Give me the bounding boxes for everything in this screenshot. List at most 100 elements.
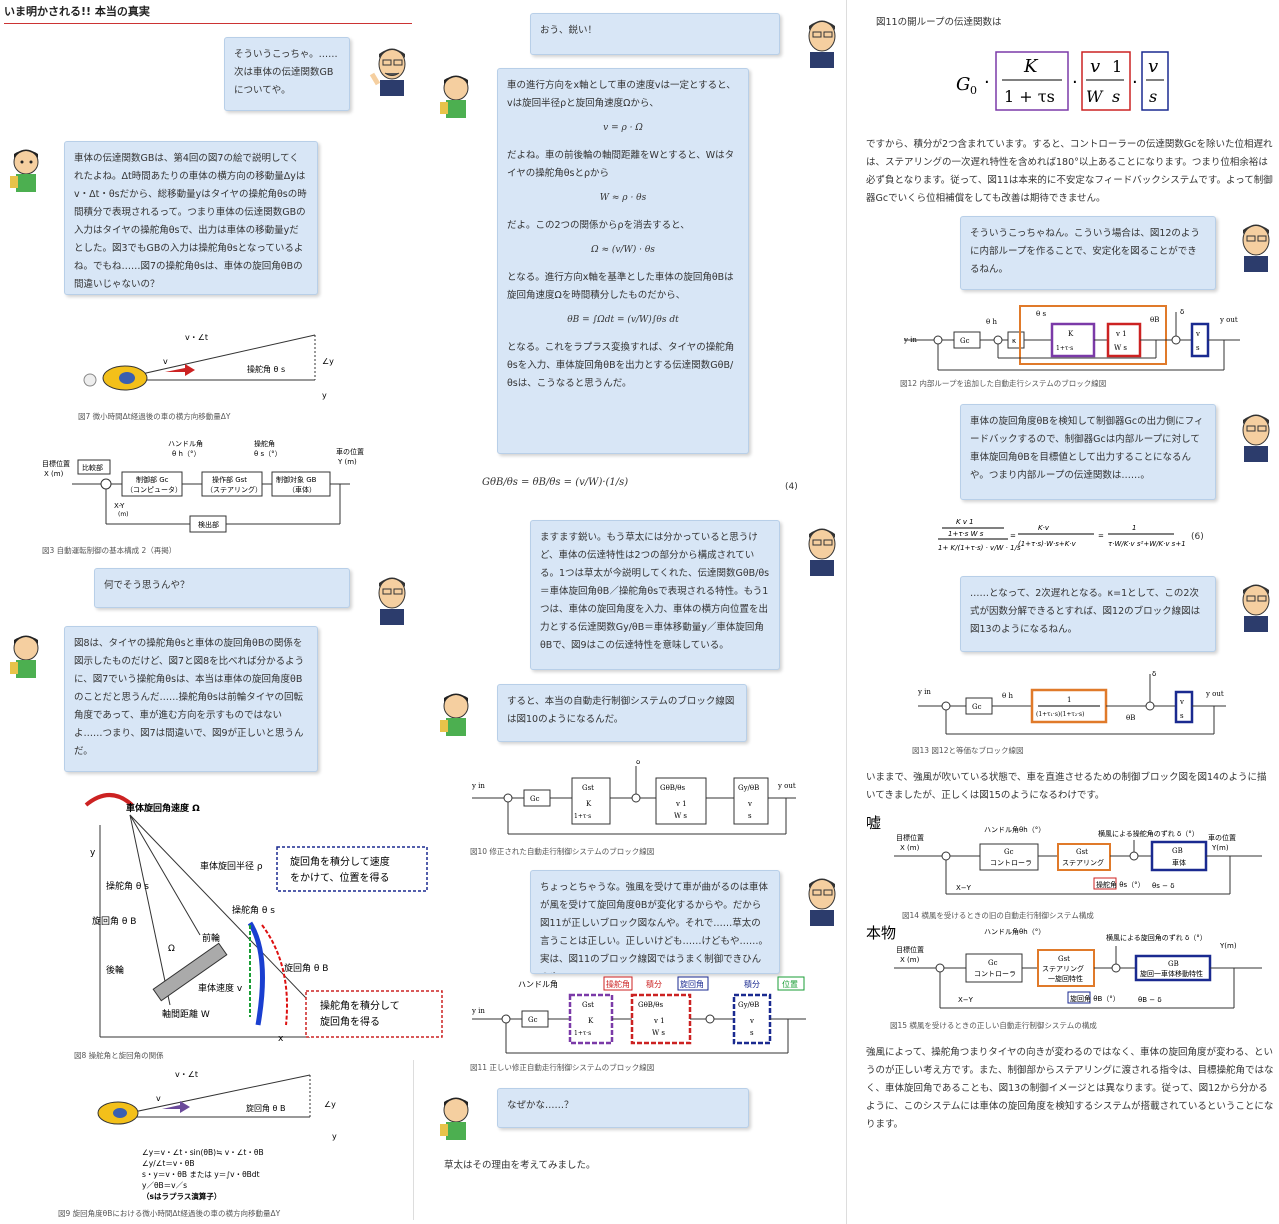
svg-text:Gc: Gc	[1004, 848, 1014, 856]
bubble-text: だよね。車の前後輪の軸間距離をWとすると、Wはタイヤの操舵角θsとρから	[507, 150, 735, 179]
chat-bubble-sota: 車体の伝達関数GBは、第4回の図7の絵で説明してくれたよね。Δt時間あたりの車体…	[64, 141, 318, 295]
svg-text:v: v	[1090, 56, 1100, 77]
sensei-avatar	[1232, 220, 1276, 275]
equation: θB = ∫Ωdt = (v/W)∫θs dt	[567, 315, 679, 325]
svg-text:X−Y: X−Y	[956, 884, 972, 892]
bubble-text: 何でそう思うんや？	[104, 580, 190, 591]
narration: 図11の開ループの伝達関数は	[876, 17, 1002, 28]
svg-text:比較部: 比較部	[82, 463, 103, 472]
fig11-caption: 図11 正しい修正自動走行制御システムのブロック線図	[470, 1063, 655, 1072]
figure-15: ハンドル角θh（°） 横風による旋回角のずれ δ（°） Y(m) 目標位置 X …	[894, 928, 1262, 1009]
svg-text:GB: GB	[1172, 847, 1183, 855]
fig12-caption: 図12 内部ループを追加した自動走行システムのブロック線図	[900, 379, 1107, 388]
svg-text:v 1: v 1	[675, 800, 687, 808]
svg-text:横風による操舵角のずれ δ（°）: 横風による操舵角のずれ δ（°）	[1098, 829, 1199, 838]
chat-bubble-sota: なぜかな……？	[497, 1088, 749, 1128]
sota-avatar	[6, 632, 46, 683]
svg-text:後輪: 後輪	[106, 964, 124, 976]
svg-text:θ h（°）: θ h（°）	[172, 450, 200, 458]
svg-text:ハンドル角θh（°）: ハンドル角θh（°）	[984, 825, 1045, 834]
svg-text:δ: δ	[1180, 308, 1184, 316]
fig7-angle-label: 操舵角 θ s	[247, 364, 285, 374]
svg-text:X−Y: X−Y	[958, 996, 974, 1004]
svg-text:=: =	[1098, 532, 1104, 540]
svg-text:1+τ·s: 1+τ·s	[574, 813, 591, 820]
svg-text:Gst: Gst	[582, 1001, 594, 1009]
svg-text:旋回角 θ B: 旋回角 θ B	[246, 1103, 285, 1113]
svg-text:をかけて、位置を得る: をかけて、位置を得る	[290, 871, 390, 884]
svg-text:Ω: Ω	[168, 944, 175, 954]
svg-text:θB: θB	[1126, 714, 1135, 722]
svg-text:車体旋回角速度 Ω: 車体旋回角速度 Ω	[126, 802, 200, 814]
svg-text:1+ K/(1+τ·s) · v/W · 1/s: 1+ K/(1+τ·s) · v/W · 1/s	[938, 544, 1021, 552]
svg-text:(m): (m)	[118, 511, 129, 518]
equation-number: (4)	[785, 482, 798, 492]
figure-7: v・∠t v 操舵角 θ s ∠y y	[83, 333, 334, 400]
svg-text:1+τ·s: 1+τ·s	[1056, 345, 1073, 352]
svg-text:v: v	[1195, 330, 1200, 338]
svg-text:K·v: K·v	[1038, 524, 1050, 532]
equation-number: (6)	[1191, 532, 1204, 542]
svg-text:y out: y out	[1205, 690, 1224, 698]
svg-text:s: s	[1196, 344, 1200, 352]
bubble-text: 車体の伝達関数GBは、第4回の図7の絵で説明してくれたよね。Δt時間あたりの車体…	[74, 153, 307, 290]
svg-text:コントローラ: コントローラ	[990, 859, 1032, 867]
svg-text:K: K	[586, 800, 592, 808]
sota-avatar	[6, 146, 46, 197]
svg-text:Gc: Gc	[528, 1016, 538, 1024]
svg-text:GθB/θs: GθB/θs	[660, 784, 686, 792]
bubble-text: ……となって、2次遅れとなる。κ=1として、この2次式が因数分解できるとすれば、…	[970, 588, 1201, 635]
svg-text:δ: δ	[1152, 670, 1156, 678]
svg-text:·: ·	[1132, 72, 1138, 93]
fig8-caption: 図8 操舵角と旋回角の関係	[74, 1051, 164, 1060]
sota-avatar	[436, 690, 476, 741]
svg-text:軸間距離 W: 軸間距離 W	[162, 1008, 210, 1020]
sensei-avatar	[368, 44, 412, 99]
svg-text:s: s	[1149, 87, 1157, 106]
bubble-text: だよ。この2つの関係からρを消去すると、	[507, 220, 690, 231]
svg-text:1+τ·s: 1+τ·s	[574, 1030, 591, 1037]
svg-text:y out: y out	[1219, 316, 1238, 324]
svg-text:K v 1: K v 1	[956, 518, 974, 526]
sensei-avatar	[368, 573, 412, 628]
bubble-text: そういうこっちゃ。……次は車体の伝達関数GBについてや。	[234, 49, 338, 96]
svg-text:（ステアリング）: （ステアリング）	[206, 485, 262, 494]
equation-6: K v 1 1+τ·s W s 1+ K/(1+τ·s) · v/W · 1/s…	[938, 518, 1186, 552]
svg-text:制御対象 GB: 制御対象 GB	[276, 475, 317, 484]
narration: ですから、積分が2つ含まれています。すると、コントローラーの伝達関数Gcを除いた…	[866, 139, 1273, 204]
svg-text:ステアリング: ステアリング	[1042, 964, 1084, 973]
svg-text:（コンピュータ）: （コンピュータ）	[126, 485, 182, 494]
chat-bubble-sensei: ますます鋭い。もう草太には分かっていると思うけど、車体の伝達特性は2つの部分から…	[530, 520, 780, 670]
svg-text:v 1: v 1	[1115, 330, 1127, 338]
bubble-text: 車体の旋回角度θBを検知して制御器Gcの出力側にフィードバックするので、制御器G…	[970, 416, 1204, 481]
narration: 草太はその理由を考えてみました。	[444, 1160, 596, 1171]
svg-text:Y(m): Y(m)	[1219, 942, 1237, 950]
sota-avatar	[436, 72, 476, 123]
figure-14: ハンドル角θh（°） 横風による操舵角のずれ δ（°） 車の位置 Y(m) 目標…	[894, 825, 1262, 895]
svg-text:K: K	[1068, 330, 1074, 338]
svg-text:θ h: θ h	[1002, 692, 1013, 700]
svg-text:Gst: Gst	[1076, 848, 1088, 856]
svg-text:Gy/θB: Gy/θB	[738, 1001, 759, 1009]
svg-text:目標位置: 目標位置	[896, 945, 924, 954]
svg-text:x: x	[278, 1034, 284, 1044]
bubble-text: となる。進行方向x軸を基準とした車体の旋回角θBは旋回角速度Ωを時間積分したもの…	[507, 272, 734, 301]
svg-text:v 1: v 1	[653, 1017, 665, 1025]
svg-text:τ·W/K·v s²+W/K·v s+1: τ·W/K·v s²+W/K·v s+1	[1108, 540, 1186, 548]
svg-text:車体旋回半径 ρ: 車体旋回半径 ρ	[200, 860, 263, 872]
fig13-caption: 図13 図12と等価なブロック線図	[912, 746, 1024, 755]
svg-text:前輪: 前輪	[202, 932, 220, 944]
svg-text:位置: 位置	[782, 979, 798, 989]
svg-text:車体: 車体	[1172, 858, 1186, 867]
svg-text:X (m): X (m)	[900, 844, 920, 852]
svg-text:G: G	[956, 74, 970, 95]
svg-text:Y (m): Y (m)	[337, 458, 357, 466]
svg-text:y in: y in	[471, 1007, 485, 1015]
svg-text:操作部 Gst: 操作部 Gst	[212, 475, 247, 484]
chat-bubble-sensei: そういうこっちゃねん。こういう場合は、図12のように内部ループを作ることで、安定…	[960, 216, 1216, 290]
bubble-text: ますます鋭い。もう草太には分かっていると思うけど、車体の伝達特性は2つの部分から…	[540, 532, 770, 651]
svg-text:W s: W s	[652, 1029, 665, 1037]
svg-text:1: 1	[1132, 524, 1136, 532]
svg-text:·: ·	[1072, 72, 1078, 93]
svg-text:v: v	[747, 800, 752, 808]
